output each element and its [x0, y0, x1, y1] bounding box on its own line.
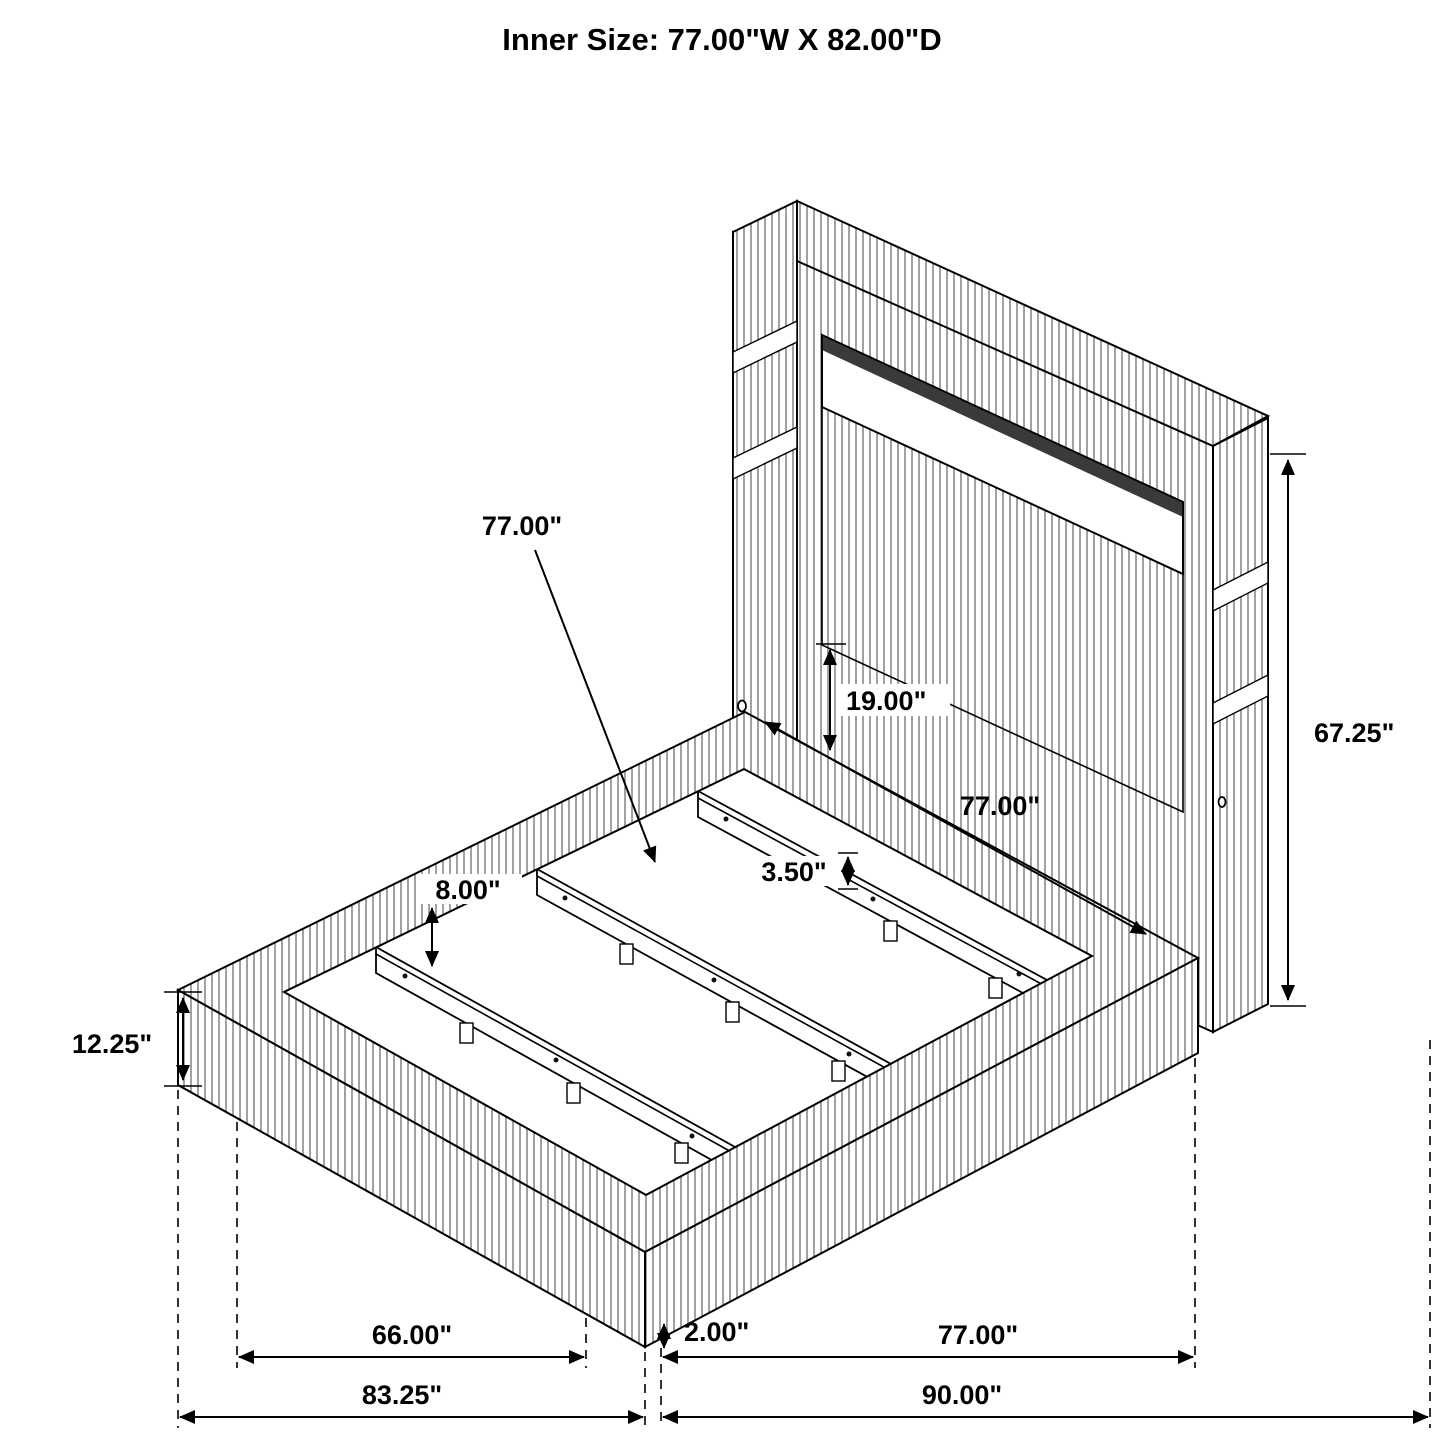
dim-label-inner-depth: 77.00": [938, 1320, 1018, 1350]
screw-dot-icon: [562, 895, 568, 901]
slat-leg: [831, 1060, 846, 1082]
diagram-title: Inner Size: 77.00"W X 82.00"D: [502, 22, 941, 57]
dim-label-headboard-height: 67.25": [1314, 718, 1394, 748]
accent-band-icon: [1212, 673, 1269, 726]
dim-label-slat-length: 77.00": [482, 511, 562, 541]
screw-dot-icon: [402, 973, 408, 979]
screw-dot-icon: [846, 1051, 852, 1057]
slat-edge: [536, 875, 892, 1072]
screw-dot-icon: [870, 896, 876, 902]
accent-band-icon: [732, 425, 798, 481]
slat-leg: [459, 1022, 474, 1044]
dim-label-frame-offset: 2.00": [684, 1317, 749, 1347]
label-backing: [742, 856, 848, 886]
slat-leg: [566, 1082, 581, 1104]
dimension-annotations: 77.00" 19.00" 77.00" 3.50" 8.00" 67.25" …: [72, 453, 1431, 1428]
slat-leg: [674, 1142, 689, 1164]
dim-label-slat-height: 3.50": [761, 857, 826, 887]
dim-label-overall-width: 83.25": [362, 1380, 442, 1410]
mirror-top-shadow: [822, 335, 1183, 517]
accent-band-icon: [1212, 560, 1269, 613]
headboard-right-post: [1212, 416, 1269, 1034]
slat-leg: [619, 943, 634, 965]
base-front-right-face: [644, 956, 1199, 1349]
slat-leg: [988, 977, 1003, 999]
slat-leg: [725, 1001, 740, 1023]
label-backing: [418, 874, 522, 904]
dim-leader-slat-length: [534, 549, 657, 863]
dim-label-rail-height: 8.00": [435, 875, 500, 905]
screw-hole-icon: [1217, 796, 1227, 808]
dim-line-inner-width: [764, 721, 1147, 935]
screw-dot-icon: [553, 1057, 559, 1063]
slat-edge: [375, 953, 736, 1155]
dim-label-inner-width: 77.00": [960, 791, 1040, 821]
slat-leg: [883, 920, 898, 942]
accent-band-icon: [732, 319, 798, 375]
screw-dot-icon: [711, 977, 717, 983]
dim-label-footboard-span: 66.00": [372, 1320, 452, 1350]
dim-label-overall-depth: 90.00": [922, 1380, 1002, 1410]
screw-dot-icon: [689, 1133, 695, 1139]
dim-label-base-height: 12.25": [72, 1029, 152, 1059]
screw-dot-icon: [1016, 971, 1022, 977]
dim-label-panel-height: 19.00": [846, 686, 926, 716]
label-backing: [840, 684, 950, 716]
recessed-panel-outline: [821, 333, 1184, 814]
screw-hole-icon: [737, 699, 747, 713]
screw-dot-icon: [723, 816, 729, 822]
